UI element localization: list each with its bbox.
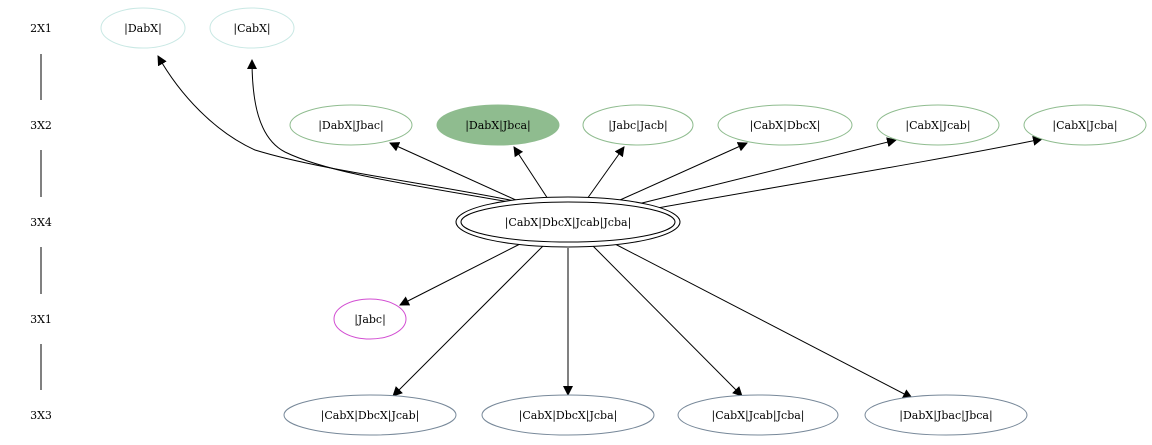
edge-center-to-cabx-jcab bbox=[637, 137, 897, 205]
node-label: |CabX|Jcba| bbox=[1052, 119, 1117, 133]
node-cabx-jcab[interactable]: |CabX|Jcab| bbox=[876, 104, 1000, 146]
rank-column: 2X1 3X2 3X4 3X1 3X3 bbox=[30, 22, 52, 422]
edge-center-to-b3 bbox=[592, 245, 743, 397]
node-dabx-jbac[interactable]: |DabX|Jbac| bbox=[289, 104, 413, 146]
node-ellipse bbox=[209, 7, 295, 49]
node-label: |CabX|DbcX|Jcab| bbox=[321, 409, 420, 423]
node-center[interactable]: |CabX|DbcX|Jcab|Jcba| bbox=[455, 196, 681, 248]
node-jabc[interactable]: |Jabc| bbox=[333, 298, 407, 340]
node-label: |Jabc|Jacb| bbox=[608, 119, 667, 133]
node-cabx[interactable]: |CabX| bbox=[209, 7, 295, 49]
node-label: |CabX| bbox=[233, 22, 270, 36]
edges bbox=[157, 55, 1043, 399]
node-label: |CabX|Jcab| bbox=[905, 119, 970, 133]
rank-label-3x4: 3X4 bbox=[30, 216, 52, 229]
node-ellipse-inner bbox=[460, 201, 676, 243]
node-label: |CabX|DbcX| bbox=[750, 119, 821, 133]
edge-center-to-dabx-jbca bbox=[513, 146, 549, 200]
node-cabx-jcba[interactable]: |CabX|Jcba| bbox=[1023, 104, 1147, 146]
node-cabx-dbcx-jcba[interactable]: |CabX|DbcX|Jcba| bbox=[481, 394, 655, 436]
node-ellipse bbox=[100, 7, 186, 49]
node-ellipse bbox=[582, 104, 694, 146]
node-label: |DabX| bbox=[124, 22, 162, 36]
node-ellipse bbox=[864, 394, 1028, 436]
node-jabc-jacb[interactable]: |Jabc|Jacb| bbox=[582, 104, 694, 146]
rank-label-3x3: 3X3 bbox=[30, 409, 52, 422]
node-ellipse bbox=[289, 104, 413, 146]
node-ellipse bbox=[436, 104, 560, 146]
edge-center-to-b4 bbox=[614, 243, 913, 399]
node-dabx[interactable]: |DabX| bbox=[100, 7, 186, 49]
node-dabx-jbca[interactable]: |DabX|Jbca| bbox=[436, 104, 560, 146]
node-ellipse bbox=[677, 394, 839, 436]
edge-center-to-jabc-jacb bbox=[586, 146, 625, 200]
node-ellipse bbox=[717, 104, 853, 146]
node-label: |DabX|Jbca| bbox=[465, 119, 531, 133]
node-label: |CabX|Jcab|Jcba| bbox=[711, 409, 804, 423]
rank-label-3x1: 3X1 bbox=[30, 313, 52, 326]
edge-center-to-dabx-jbac bbox=[389, 142, 519, 202]
node-label: |CabX|DbcX|Jcab|Jcba| bbox=[505, 216, 632, 230]
node-cabx-jcab-jcba[interactable]: |CabX|Jcab|Jcba| bbox=[677, 394, 839, 436]
node-ellipse bbox=[1023, 104, 1147, 146]
node-label: |Jabc| bbox=[354, 313, 386, 327]
edge-center-to-dabx bbox=[157, 55, 516, 202]
edge-center-to-jabc bbox=[399, 243, 521, 306]
rank-label-2x1: 2X1 bbox=[30, 22, 52, 35]
edge-center-to-cabx-dbcx bbox=[619, 142, 748, 201]
node-label: |DabX|Jbac| bbox=[318, 119, 384, 133]
node-ellipse bbox=[333, 298, 407, 340]
node-ellipse bbox=[283, 394, 457, 436]
node-cabx-dbcx-jcab[interactable]: |CabX|DbcX|Jcab| bbox=[283, 394, 457, 436]
node-dabx-jbac-jbca[interactable]: |DabX|Jbac|Jbca| bbox=[864, 394, 1028, 436]
edge-center-to-cabx-jcba bbox=[651, 135, 1043, 210]
node-label: |DabX|Jbac|Jbca| bbox=[899, 409, 992, 423]
node-label: |CabX|DbcX|Jcba| bbox=[519, 409, 618, 423]
rank-label-3x2: 3X2 bbox=[30, 119, 52, 132]
node-ellipse bbox=[481, 394, 655, 436]
node-cabx-dbcx[interactable]: |CabX|DbcX| bbox=[717, 104, 853, 146]
node-ellipse bbox=[876, 104, 1000, 146]
edge-center-to-cabx bbox=[247, 59, 521, 205]
edge-center-to-b1 bbox=[392, 245, 544, 397]
